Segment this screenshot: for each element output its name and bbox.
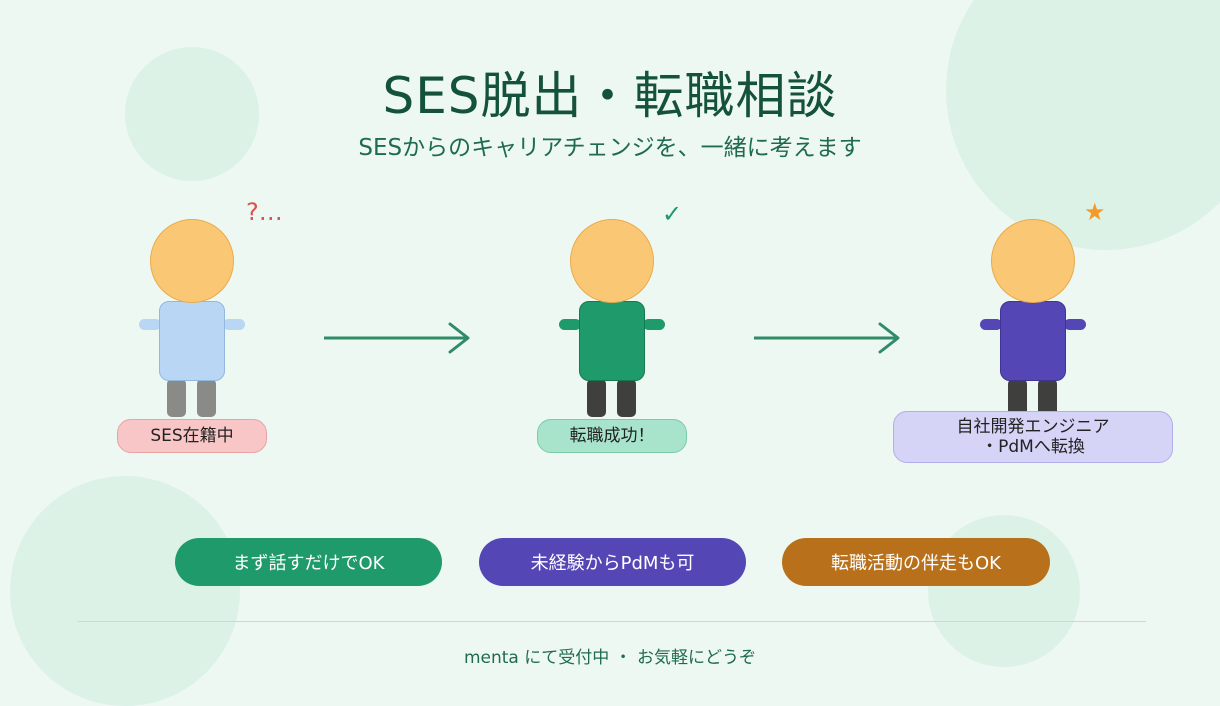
tag-pill-support: 転職活動の伴走もOK xyxy=(782,538,1050,586)
arm xyxy=(980,319,1002,330)
head xyxy=(570,219,654,303)
arrow-right-icon xyxy=(754,322,900,354)
head xyxy=(991,219,1075,303)
arm xyxy=(139,319,161,330)
torso xyxy=(579,301,645,381)
torso xyxy=(1000,301,1066,381)
person-figure-ses xyxy=(139,219,251,419)
leg xyxy=(167,379,186,417)
page-title: SES脱出・転職相談 xyxy=(382,67,838,125)
leg xyxy=(587,379,606,417)
head xyxy=(150,219,234,303)
stage-label-pdm: 自社開発エンジニア ・PdMへ転換 xyxy=(893,411,1173,463)
arm xyxy=(1064,319,1086,330)
person-figure-success xyxy=(559,219,671,419)
stage-label-success: 転職成功！ xyxy=(537,419,687,453)
arm xyxy=(643,319,665,330)
leg xyxy=(1038,379,1057,417)
divider xyxy=(78,621,1146,622)
tag-pill-casual: まず話すだけでOK xyxy=(175,538,442,586)
arrow-right-icon xyxy=(324,322,470,354)
star-icon: ★ xyxy=(1084,198,1106,226)
leg xyxy=(617,379,636,417)
decor-circle xyxy=(10,476,240,706)
tag-pill-pdm: 未経験からPdMも可 xyxy=(479,538,746,586)
person-figure-pdm xyxy=(980,219,1092,419)
check-icon: ✓ xyxy=(662,200,683,228)
footer-text: menta にて受付中 ・ お気軽にどうぞ xyxy=(463,648,757,668)
leg xyxy=(1008,379,1027,417)
arm xyxy=(223,319,245,330)
question-icon: ?… xyxy=(246,198,283,226)
arm xyxy=(559,319,581,330)
page-subtitle: SESからのキャリアチェンジを、一緒に考えます xyxy=(358,135,862,161)
stage-label-ses: SES在籍中 xyxy=(117,419,267,453)
decor-circle xyxy=(125,47,259,181)
torso xyxy=(159,301,225,381)
leg xyxy=(197,379,216,417)
